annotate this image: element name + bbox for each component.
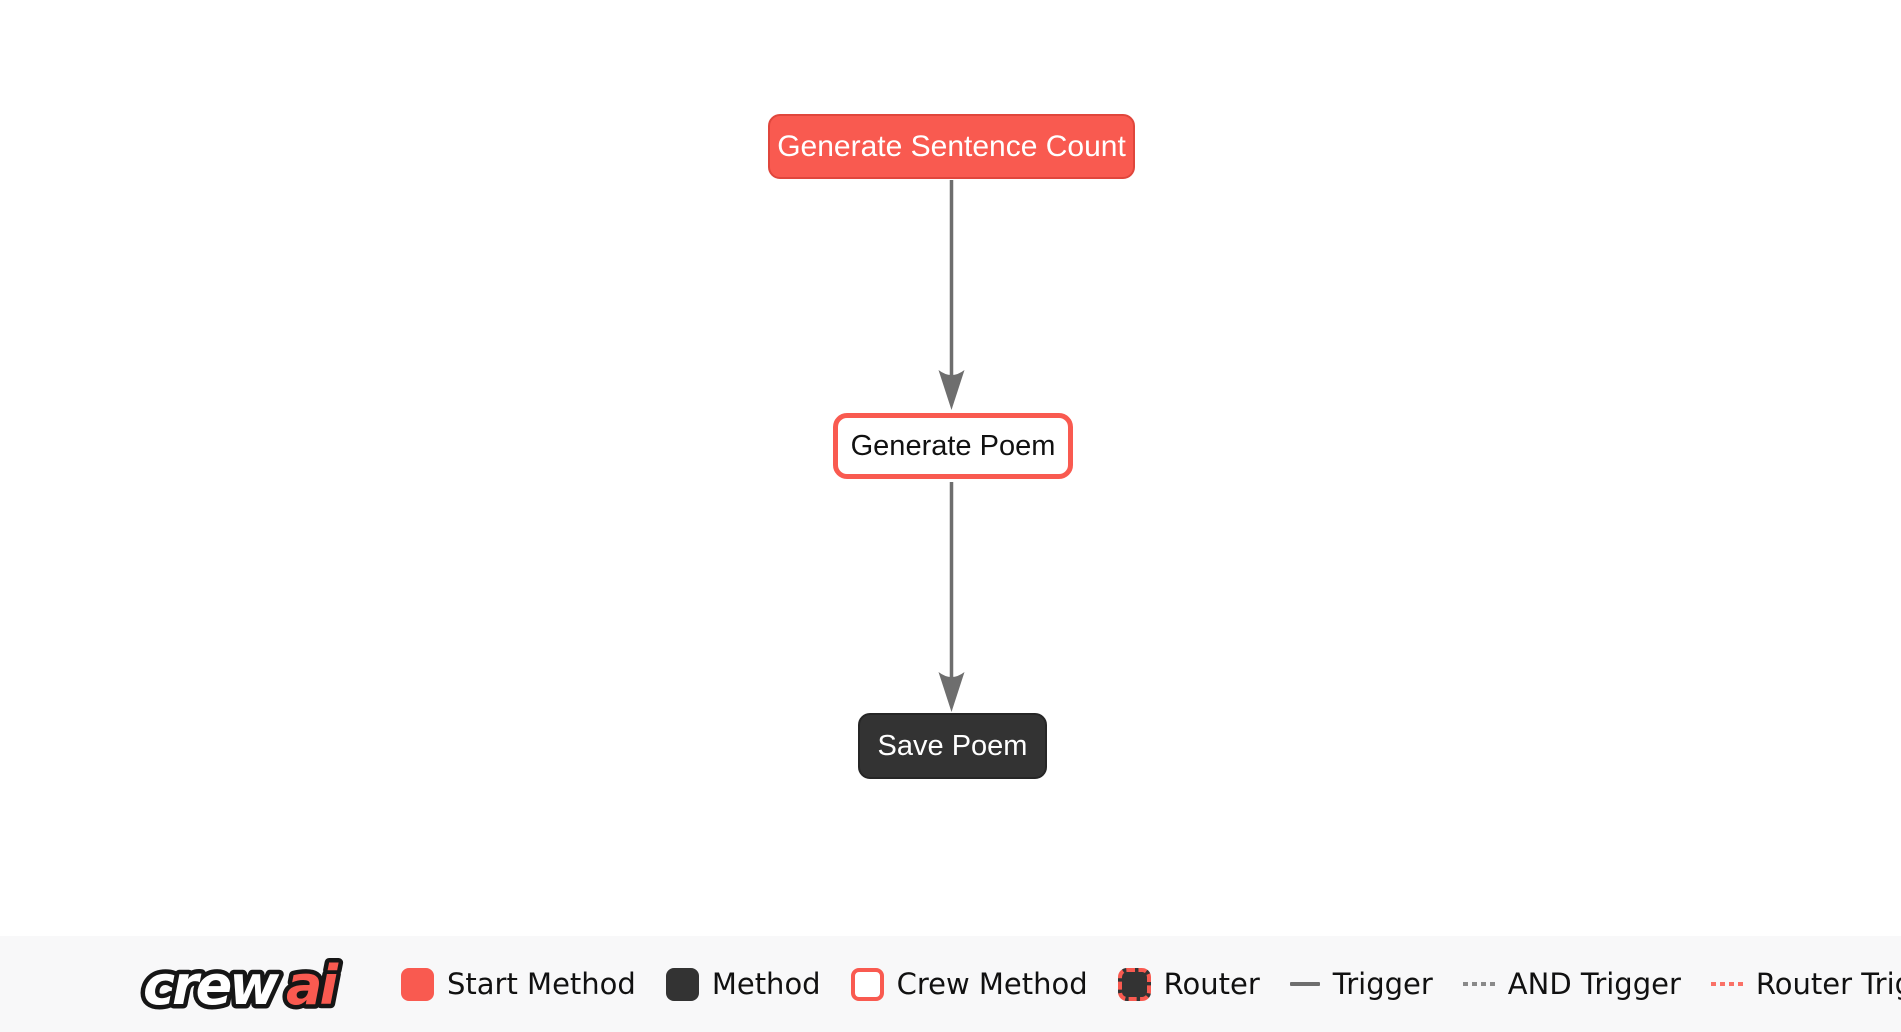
start-method-swatch-icon bbox=[401, 967, 434, 1001]
node-generate-sentence-count[interactable]: Generate Sentence Count bbox=[768, 114, 1135, 179]
flow-edges bbox=[938, 180, 965, 712]
legend-item-and-trigger: AND Trigger bbox=[1462, 967, 1681, 1001]
arrow-down-icon bbox=[938, 672, 965, 712]
legend-label: Crew Method bbox=[896, 967, 1088, 1001]
legend-bar: crew ai Start Method Method Crew Method … bbox=[0, 936, 1901, 1032]
node-label: Generate Sentence Count bbox=[777, 129, 1126, 163]
node-generate-poem[interactable]: Generate Poem bbox=[833, 413, 1073, 479]
crewai-logo-crew-text: crew bbox=[143, 954, 280, 1017]
node-label: Save Poem bbox=[877, 729, 1028, 762]
legend-items: Start Method Method Crew Method Router T… bbox=[401, 967, 1901, 1001]
legend-label: Trigger bbox=[1332, 967, 1433, 1001]
legend-item-router-trigger: Router Trigger bbox=[1710, 967, 1901, 1001]
edge-trigger-2 bbox=[938, 482, 965, 712]
legend-item-method: Method bbox=[665, 967, 821, 1001]
legend-item-trigger: Trigger bbox=[1289, 967, 1433, 1001]
flow-canvas[interactable]: Generate Sentence Count Generate Poem Sa… bbox=[0, 0, 1901, 936]
edge-trigger-1 bbox=[938, 180, 965, 410]
trigger-line-icon bbox=[1289, 982, 1320, 986]
legend-label: Router bbox=[1163, 967, 1260, 1001]
legend-item-start-method: Start Method bbox=[401, 967, 636, 1001]
and-trigger-line-icon bbox=[1462, 982, 1495, 986]
crew-method-swatch-icon bbox=[850, 967, 884, 1001]
legend-label: Start Method bbox=[447, 967, 636, 1001]
crewai-logo-ai-text: ai bbox=[286, 954, 339, 1017]
legend-item-router: Router bbox=[1117, 967, 1260, 1001]
legend-label: Method bbox=[711, 967, 821, 1001]
router-swatch-icon bbox=[1117, 967, 1151, 1001]
crewai-logo: crew ai bbox=[140, 950, 347, 1022]
legend-label: AND Trigger bbox=[1507, 967, 1681, 1001]
node-label: Generate Poem bbox=[850, 429, 1056, 462]
arrow-down-icon bbox=[938, 370, 965, 410]
legend-item-crew-method: Crew Method bbox=[850, 967, 1088, 1001]
method-swatch-icon bbox=[665, 967, 699, 1001]
router-trigger-line-icon bbox=[1710, 982, 1743, 986]
node-save-poem[interactable]: Save Poem bbox=[858, 713, 1047, 779]
legend-label: Router Trigger bbox=[1755, 967, 1901, 1001]
